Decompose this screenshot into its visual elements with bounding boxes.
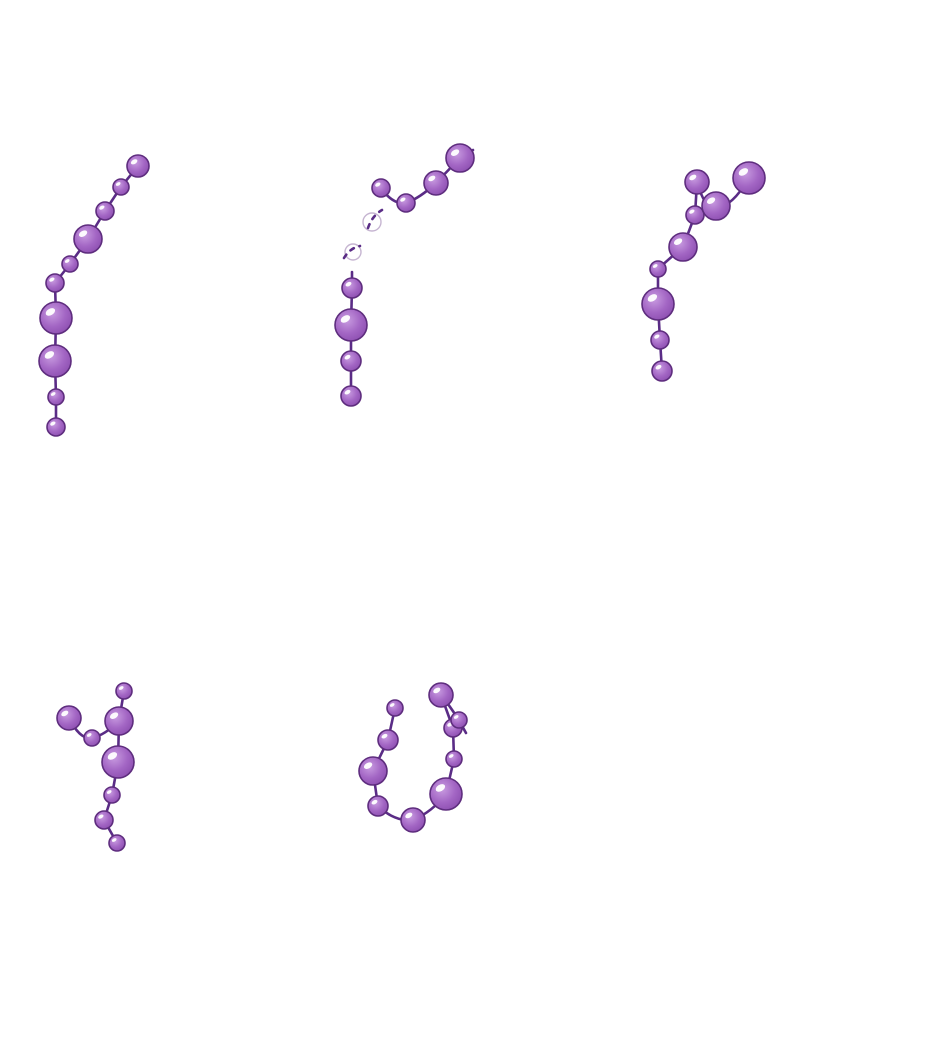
bead [386,699,404,717]
bead [83,729,101,747]
bead [56,705,82,731]
bead [423,170,449,196]
beads [38,154,150,437]
bead-strand-4 [56,682,135,852]
bead [38,344,72,378]
bead [651,360,673,382]
bead [95,201,115,221]
beads [56,682,135,852]
bead [684,169,710,195]
bead-strand-5 [358,682,468,833]
bead [649,260,667,278]
beads [334,143,475,407]
bead [445,750,463,768]
bead [101,745,135,779]
bead [73,224,103,254]
bead [428,682,454,708]
bead [39,301,73,335]
bead [732,161,766,195]
bead [112,178,130,196]
bead [400,807,426,833]
beads [641,161,766,382]
bead [396,193,416,213]
bead [450,711,468,729]
bead [61,255,79,273]
bead [371,178,391,198]
bead [341,277,363,299]
bead [126,154,150,178]
thread-line-fragment [342,208,384,260]
bead [429,777,463,811]
bead [94,810,114,830]
bead [377,729,399,751]
bead [685,205,705,225]
bead [45,273,65,293]
bead-strand-1 [38,154,150,437]
thread-line [53,164,140,429]
bead [340,385,362,407]
bead [650,330,670,350]
bead [103,786,121,804]
beads [358,682,468,833]
faded-beads [344,212,382,261]
bead-strand-3 [641,161,766,382]
bead [104,706,134,736]
bead [701,191,731,221]
bead [340,350,362,372]
bead [115,682,133,700]
bead [108,834,126,852]
bead [46,417,66,437]
bead [668,232,698,262]
bead [445,143,475,173]
bead [367,795,389,817]
bead [358,756,388,786]
bead [641,287,675,321]
bead-strand-2 [334,143,475,407]
bead [334,308,368,342]
bead [47,388,65,406]
